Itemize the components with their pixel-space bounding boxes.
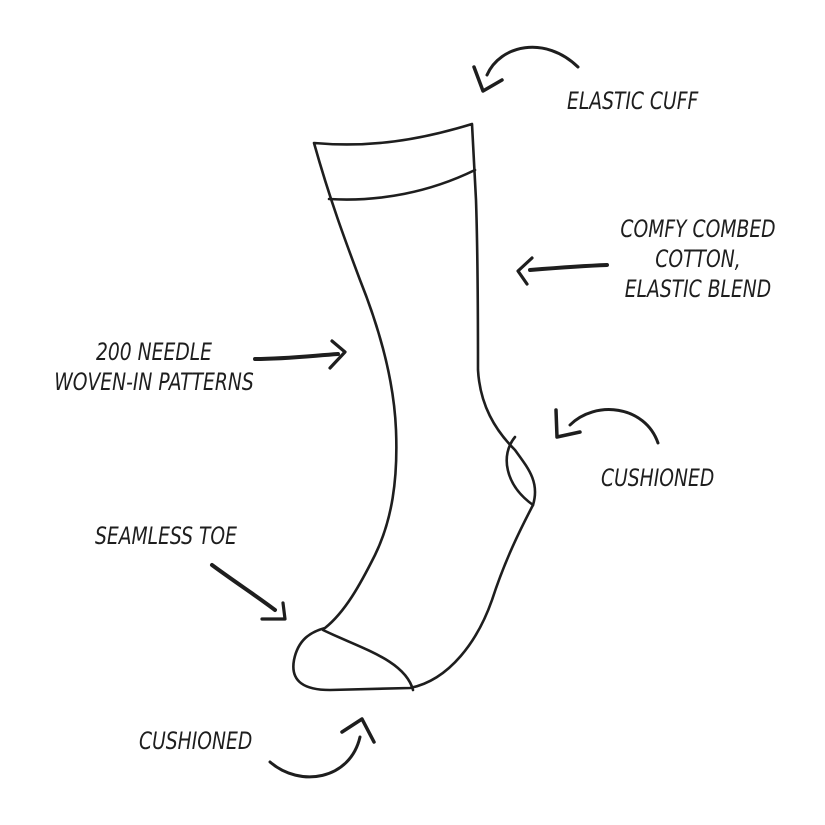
arrow-comfy-cotton — [528, 263, 609, 272]
arrowhead-elastic-cuff — [472, 65, 504, 93]
arrow-needle-patterns — [253, 352, 340, 361]
arrowhead-comfy-cotton — [516, 256, 534, 286]
label-seamless-toe: SEAMLESS TOE — [95, 522, 237, 550]
sock-outline — [292, 122, 537, 692]
arrow-seamless-toe — [210, 563, 277, 612]
label-cushioned-sole: CUSHIONED — [139, 727, 253, 755]
arrowhead-cushioned-heel — [554, 408, 582, 439]
arrow-cushioned-heel — [568, 408, 660, 445]
arrowhead-seamless-toe — [260, 601, 287, 621]
label-cushioned-heel: CUSHIONED — [601, 464, 715, 492]
arrow-elastic-cuff — [485, 45, 580, 77]
arrowhead-cushioned-sole — [340, 717, 376, 744]
heel-patch — [505, 435, 535, 507]
cuff-band-line — [327, 168, 477, 201]
toe-patch — [321, 628, 415, 692]
label-needle-patterns: 200 NEEDLE WOVEN-IN PATTERNS — [54, 338, 254, 396]
arrowhead-needle-patterns — [328, 339, 347, 370]
label-elastic-cuff: ELASTIC CUFF — [567, 87, 699, 115]
label-comfy-cotton: COMFY COMBED COTTON, ELASTIC BLEND — [620, 215, 776, 303]
arrow-cushioned-sole — [268, 735, 362, 779]
